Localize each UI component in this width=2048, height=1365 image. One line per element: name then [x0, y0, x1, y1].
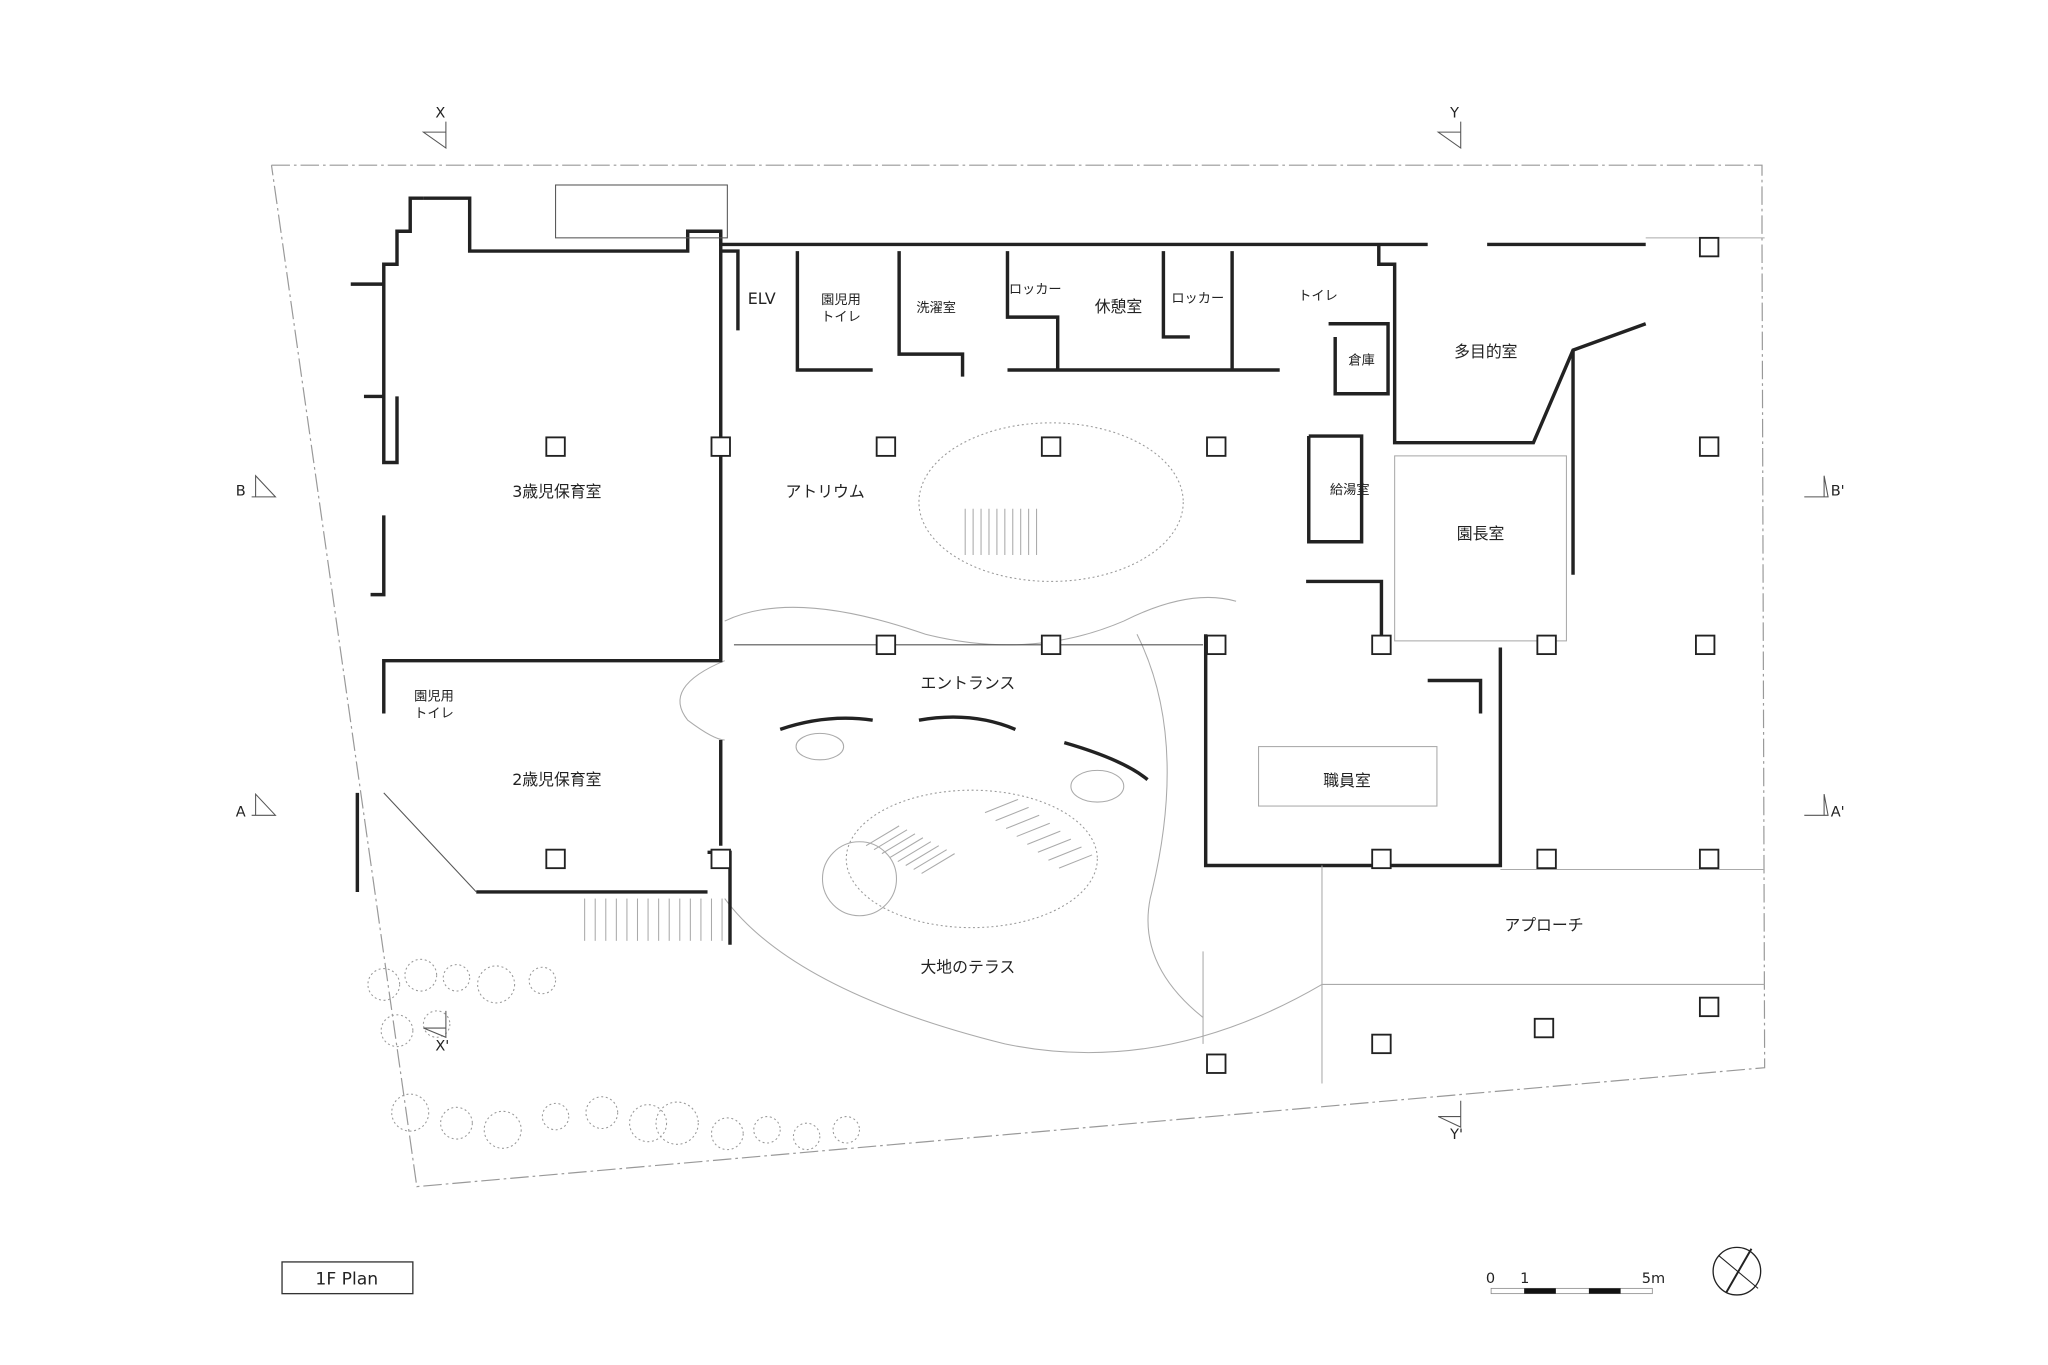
room-terrace: 大地のテラス [920, 958, 1015, 977]
tree [440, 1106, 473, 1140]
column [1040, 634, 1062, 656]
column [1206, 436, 1227, 457]
terrace-outline [679, 422, 1323, 1054]
section-b-prime: B' [1831, 484, 1845, 500]
site-boundary [270, 164, 1766, 1188]
tree [753, 1116, 781, 1144]
room-kids-toilet-2: 園児用 [414, 688, 454, 704]
scale-bar: 0 1 5m [1486, 1271, 1665, 1295]
column [1371, 634, 1392, 656]
section-a: A [236, 805, 246, 821]
room-staff: 職員室 [1323, 771, 1371, 790]
plan-title: 1F Plan [315, 1269, 378, 1289]
tree [541, 1102, 570, 1131]
room-2yo: 2歳児保育室 [512, 770, 601, 789]
tree [442, 964, 471, 992]
room-locker-2: ロッカー [1171, 292, 1224, 307]
tree [792, 1122, 821, 1151]
tree [422, 1010, 451, 1038]
stairs [584, 508, 1093, 941]
section-a-prime: A' [1831, 805, 1845, 821]
tree [477, 965, 516, 1004]
section-markers: X X' Y Y' B B' A A' [236, 106, 1845, 1143]
column [545, 848, 566, 870]
room-kitchenette: 給湯室 [1330, 481, 1370, 498]
column [1698, 996, 1720, 1018]
column [1206, 634, 1227, 656]
room-labels: ELV 園児用 トイレ 洗濯室 ロッカー 休憩室 ロッカー トイレ 倉庫 多目的… [414, 282, 1583, 976]
column [1536, 848, 1557, 870]
columns [545, 236, 1720, 1074]
room-kids-toilet-1: 園児用 [821, 292, 861, 308]
trees [367, 958, 861, 1151]
column [1040, 436, 1062, 457]
tree [710, 1117, 744, 1151]
tree [483, 1110, 522, 1149]
section-y: Y [1449, 106, 1459, 122]
tree [404, 958, 438, 992]
tree [585, 1096, 619, 1129]
room-laundry: 洗濯室 [916, 299, 956, 316]
tree [367, 968, 401, 1001]
room-locker-1: ロッカー [1009, 282, 1062, 297]
room-kids-toilet-2-b: トイレ [414, 707, 454, 722]
column [545, 436, 566, 457]
room-approach: アプローチ [1504, 915, 1583, 934]
room-entrance: エントランス [920, 673, 1015, 692]
column [710, 848, 731, 870]
room-principal: 園長室 [1457, 524, 1505, 543]
section-x: X [435, 106, 445, 122]
tree [528, 966, 557, 995]
scale-label-1: 1 [1520, 1271, 1529, 1287]
column [1698, 848, 1720, 870]
column [1206, 1053, 1227, 1074]
tree [380, 1014, 414, 1048]
tree [655, 1101, 699, 1145]
scale-label-0: 0 [1486, 1271, 1495, 1287]
column [1698, 436, 1720, 457]
room-kids-toilet-1-b: トイレ [821, 310, 861, 325]
tree [629, 1104, 668, 1143]
room-lounge: 休憩室 [1095, 297, 1143, 316]
column [1695, 634, 1716, 656]
column [1698, 236, 1720, 258]
column [875, 634, 897, 656]
column [1371, 1033, 1392, 1055]
section-x-prime: X' [435, 1039, 449, 1055]
column [875, 436, 897, 457]
column [1371, 848, 1392, 870]
scale-label-5m: 5m [1642, 1271, 1665, 1287]
north-arrow-icon [1712, 1246, 1762, 1296]
column [1536, 634, 1557, 656]
plan-title-box [281, 1261, 414, 1295]
section-y-prime: Y' [1449, 1127, 1463, 1143]
tree [832, 1116, 861, 1144]
room-3yo: 3歳児保育室 [512, 482, 601, 501]
column [710, 436, 731, 457]
room-multipurpose: 多目的室 [1454, 342, 1517, 361]
room-toilet: トイレ [1298, 289, 1338, 304]
room-storage: 倉庫 [1348, 353, 1374, 369]
column [1533, 1017, 1555, 1039]
room-elv: ELV [748, 289, 776, 308]
room-atrium: アトリウム [786, 482, 865, 501]
tree [391, 1093, 430, 1132]
section-b: B [236, 484, 246, 500]
walls [350, 184, 1765, 1084]
